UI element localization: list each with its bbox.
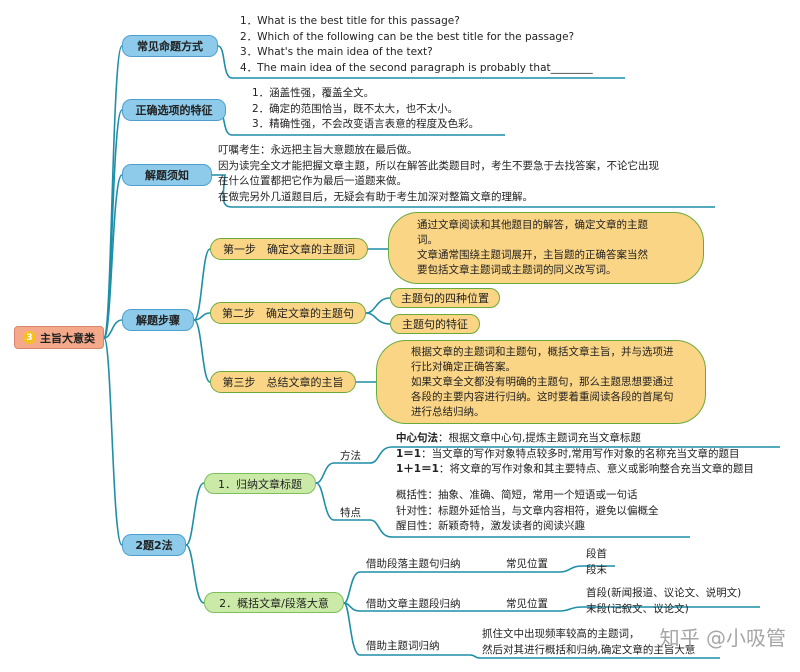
list-item: 1．What is the best title for this passag… <box>240 15 460 27</box>
branch-correct-option-features[interactable]: 正确选项的特征 <box>122 99 226 121</box>
branch-notes[interactable]: 解题须知 <box>122 164 212 186</box>
method-feature-label: 特点 <box>340 507 361 519</box>
bubble-line: 文章通常围绕主题词展开，主旨题的正确答案当然 <box>417 249 648 261</box>
bubble-line: 进行总结归纳。 <box>411 406 485 418</box>
feature-line: 概括性：抽象、准确、简短，常用一个短语或一句话 <box>396 489 638 501</box>
branch-label: 常见命题方式 <box>137 40 203 53</box>
keyword-line: 然后对其进行概括和归纳,确定文章的主旨大意 <box>482 643 696 656</box>
note-line: 叮嘱考生：永远把主旨大意题放在最后做。 <box>218 144 418 156</box>
feature-line: 醒目性：新颖奇特，激发读者的阅读兴趣 <box>396 520 585 532</box>
approach-text: ：当文章的写作对象特点较多时,常用写作对象的名称充当文章的题目 <box>421 447 740 460</box>
bubble-line: 行比对确定正确答案。 <box>411 361 516 373</box>
list-item: 4．The main idea of the second paragraph … <box>240 61 593 74</box>
bubble-line: 根据文章的主题词和主题句，概括文章主旨，并与选项进 <box>411 346 674 358</box>
approach-line: 1＋1＝1：将文章的写作对象和其主要特点、意义或影响整合充当文章的题目 <box>396 462 754 478</box>
root-label: 主旨大意类 <box>40 331 95 345</box>
position-value: 段首 <box>586 548 607 560</box>
method-2-node[interactable]: 2．概括文章/段落大意 <box>204 592 344 613</box>
branch-methods[interactable]: 2题2法 <box>122 534 186 556</box>
method-approach-text: 中心句法：根据文章中心句,提炼主题词充当文章标题 1＝1：当文章的写作对象特点较… <box>396 431 754 478</box>
list-item: 2．确定的范围恰当，既不太大，也不太小。 <box>252 102 459 115</box>
approach-line: 1＝1：当文章的写作对象特点较多时,常用写作对象的名称充当文章的题目 <box>396 447 754 463</box>
method-1-node[interactable]: 1．归纳文章标题 <box>204 473 316 494</box>
method-approach-label: 方法 <box>340 450 361 462</box>
row-values: 段首 段末 <box>586 547 607 578</box>
list-item: 3．What's the main idea of the text? <box>240 46 433 58</box>
method-feature-text: 概括性：抽象、准确、简短，常用一个短语或一句话 针对性：标题外延恰当，与文章内容… <box>396 488 659 535</box>
approach-lead: 1＝1 <box>396 447 422 460</box>
branch-common-questions[interactable]: 常见命题方式 <box>122 35 218 57</box>
step-label: 第三步 总结文章的主旨 <box>222 376 344 389</box>
row-pos-label: 常见位置 <box>506 558 548 570</box>
list-item: 3．精确性强，不会改变语言表意的程度及色彩。 <box>252 118 480 130</box>
row-pos-label: 常见位置 <box>506 598 548 610</box>
approach-text: ：将文章的写作对象和其主要特点、意义或影响整合充当文章的题目 <box>438 463 754 475</box>
step-1-bubble: 通过文章阅读和其他题目的解答，确定文章的主题 词。 文章通常围绕主题词展开，主旨… <box>388 212 704 284</box>
method-label: 1．归纳文章标题 <box>218 477 302 491</box>
feature-list: 1．涵盖性强，覆盖全文。 2．确定的范围恰当，既不太大，也不太小。 3．精确性强… <box>252 86 479 133</box>
sub-label: 主题句的特征 <box>402 318 468 331</box>
step-1-node[interactable]: 第一步 确定文章的主题词 <box>210 238 368 260</box>
bubble-line: 各段的主要内容进行归纳。这时要着重阅读各段的首尾句 <box>411 391 674 403</box>
approach-lead: 1＋1＝1 <box>396 463 439 475</box>
note-line: 因为读完全文才能把握文章主题，所以在解答此类题目时，考生不要急于去找答案，不论它… <box>218 159 659 172</box>
note-line: 在做完另外几道题目后，无疑会有助于考生加深对整篇文章的理解。 <box>218 190 533 203</box>
row-values: 首段(新闻报道、议论文、说明文) 末段(记叙文、议论文) <box>586 586 741 617</box>
step-3-node[interactable]: 第三步 总结文章的主旨 <box>210 371 356 393</box>
bubble-line: 词。 <box>417 234 438 246</box>
row-label: 借助段落主题句归纳 <box>366 558 461 570</box>
common-question-list: 1．What is the best title for this passag… <box>240 14 593 76</box>
row-label: 借助主题词归纳 <box>366 640 440 652</box>
list-item: 2．Which of the following can be the best… <box>240 30 575 43</box>
branch-label: 解题须知 <box>145 169 189 182</box>
branch-label: 2题2法 <box>135 539 173 552</box>
row-values: 抓住文中出现频率较高的主题词， 然后对其进行概括和归纳,确定文章的主旨大意 <box>482 627 695 658</box>
notes-text: 叮嘱考生：永远把主旨大意题放在最后做。 因为读完全文才能把握文章主题，所以在解答… <box>218 143 659 205</box>
bubble-line: 如果文章全文都没有明确的主题句，那么主题思想要通过 <box>411 376 674 388</box>
watermark: 知乎 @小吸管 <box>659 626 786 650</box>
step-label: 第二步 确定文章的主题句 <box>222 307 354 320</box>
bubble-line: 通过文章阅读和其他题目的解答，确定文章的主题 <box>417 219 648 231</box>
approach-lead: 中心句法 <box>396 432 438 444</box>
branch-steps[interactable]: 解题步骤 <box>122 309 194 331</box>
step-3-bubble: 根据文章的主题词和主题句，概括文章主旨，并与选项进 行比对确定正确答案。 如果文… <box>376 340 706 424</box>
approach-text: ：根据文章中心句,提炼主题词充当文章标题 <box>438 432 641 444</box>
root-node[interactable]: 3 主旨大意类 <box>14 326 104 349</box>
step-label: 第一步 确定文章的主题词 <box>223 243 355 256</box>
feature-line: 针对性：标题外延恰当，与文章内容相符，避免以偏概全 <box>396 504 659 517</box>
topic-sentence-positions[interactable]: 主题句的四种位置 <box>390 288 500 308</box>
position-value: 段末 <box>586 563 607 576</box>
position-value: 首段(新闻报道、议论文、说明文) <box>586 587 742 599</box>
list-item: 1．涵盖性强，覆盖全文。 <box>252 87 375 99</box>
position-value: 末段(记叙文、议论文) <box>586 602 689 615</box>
branch-label: 解题步骤 <box>136 314 180 327</box>
note-line: 在什么位置都把它作为最后一道题来做。 <box>218 175 407 187</box>
bubble-line: 要包括文章主题词或主题词的同义改写词。 <box>417 264 617 276</box>
number-badge: 3 <box>23 331 36 344</box>
approach-line: 中心句法：根据文章中心句,提炼主题词充当文章标题 <box>396 431 754 447</box>
method-label: 2．概括文章/段落大意 <box>219 596 329 610</box>
branch-label: 正确选项的特征 <box>135 104 213 117</box>
sub-label: 主题句的四种位置 <box>401 292 489 305</box>
keyword-line: 抓住文中出现频率较高的主题词， <box>482 628 640 640</box>
row-label: 借助文章主题段归纳 <box>366 598 461 610</box>
topic-sentence-features[interactable]: 主题句的特征 <box>390 314 480 334</box>
step-2-node[interactable]: 第二步 确定文章的主题句 <box>210 302 366 324</box>
